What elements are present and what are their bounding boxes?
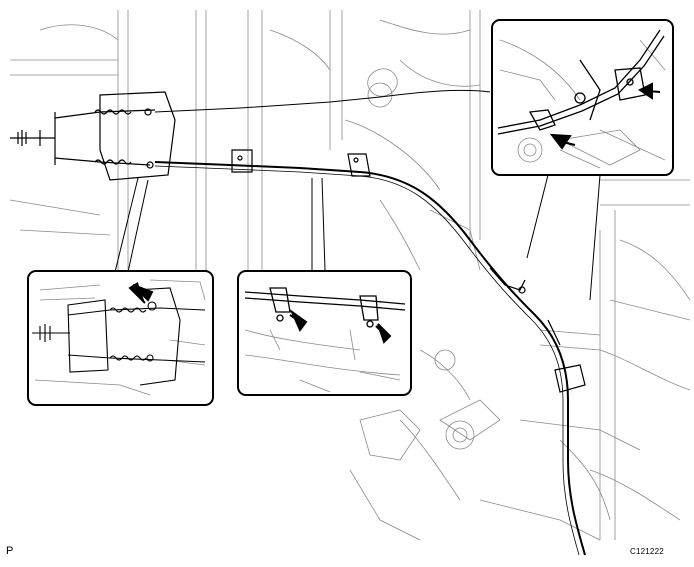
arrow-pointer-icon <box>128 282 154 304</box>
arrow-pointer-icon <box>638 82 661 100</box>
arrow-pointer-icon <box>375 323 392 344</box>
corner-letter: P <box>6 545 14 557</box>
brake-cable-assembly <box>10 89 586 556</box>
callout-leaders <box>114 174 601 301</box>
figure-code: C121222 <box>630 547 664 556</box>
inset-rear-bracket-detail <box>491 19 674 176</box>
arrow-pointer-icon <box>549 133 576 150</box>
inset-equalizer-detail <box>27 270 214 406</box>
vehicle-body-sketch <box>9 10 691 541</box>
inset-cable-clamp-detail <box>237 270 412 396</box>
arrow-pointer-icon <box>289 309 308 332</box>
